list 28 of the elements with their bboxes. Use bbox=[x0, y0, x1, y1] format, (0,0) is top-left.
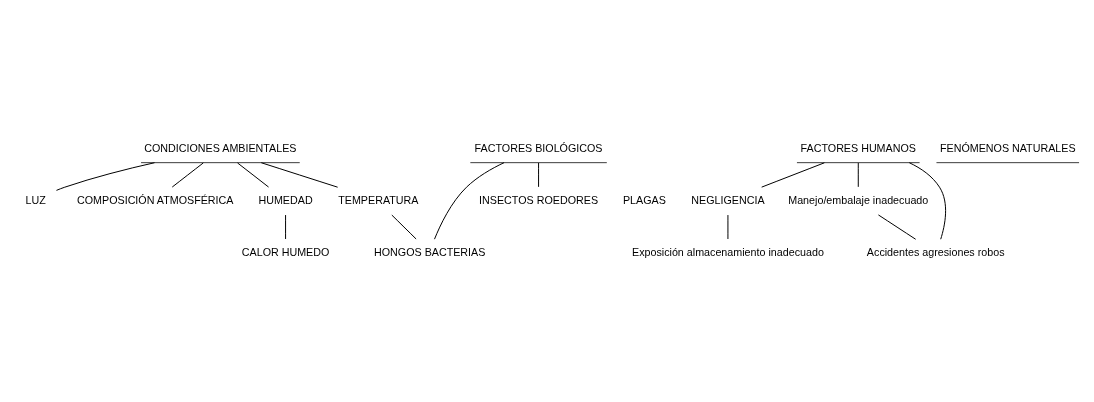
node-text: FACTORES BIOLÓGICOS bbox=[474, 141, 603, 154]
node-text: CONDICIONES AMBIENTALES bbox=[144, 141, 297, 154]
connector bbox=[260, 162, 339, 188]
node-text: LUZ bbox=[25, 193, 46, 206]
node-text: Accidentes agresiones robos bbox=[866, 245, 1005, 258]
connector bbox=[237, 162, 270, 188]
connector bbox=[857, 162, 859, 188]
connector bbox=[877, 214, 917, 240]
connector bbox=[761, 162, 825, 188]
node-text: COMPOSICIÓN ATMOSFÉRICA bbox=[77, 193, 234, 206]
node-text: TEMPERATURA bbox=[338, 193, 419, 206]
node-text: HUMEDAD bbox=[258, 193, 313, 206]
node-text: HONGOS BACTERIAS bbox=[374, 245, 486, 258]
connector bbox=[55, 162, 155, 191]
label: PLAGAS bbox=[622, 193, 666, 206]
connector bbox=[391, 214, 417, 240]
node-text: FACTORES HUMANOS bbox=[800, 141, 916, 154]
connector bbox=[171, 162, 204, 188]
node-text: NEGLIGENCIA bbox=[691, 193, 765, 206]
node-text: Exposición almacenamiento inadecuado bbox=[632, 245, 824, 258]
node-text: CALOR HUMEDO bbox=[241, 245, 330, 258]
connector bbox=[434, 162, 505, 240]
node-text: Manejo/embalaje inadecuado bbox=[788, 193, 929, 206]
connector bbox=[538, 162, 540, 188]
label: FENÓMENOS NATURALES bbox=[939, 141, 1076, 154]
connector bbox=[285, 214, 287, 240]
node-text: INSECTOS ROEDORES bbox=[479, 193, 599, 206]
connector bbox=[908, 162, 947, 240]
